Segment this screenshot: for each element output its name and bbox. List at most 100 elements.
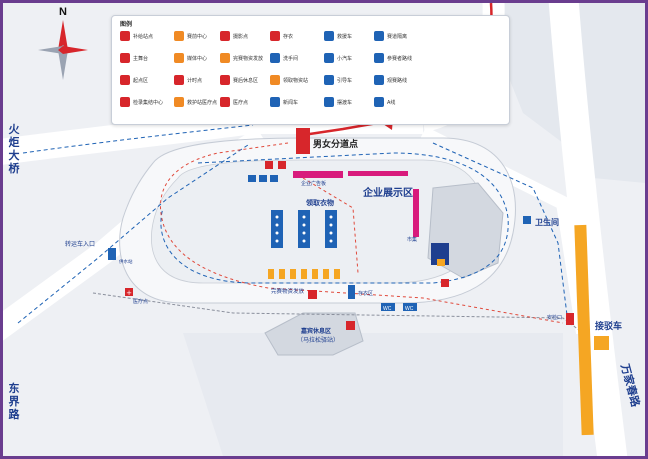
legend-text: 起点区 [133, 77, 149, 84]
svg-text:炬: 炬 [9, 136, 20, 149]
medical-icon-right [441, 279, 449, 287]
legend-swatch [174, 75, 184, 85]
legend-text: 摄影点 [233, 33, 249, 40]
water-station-label: 供水站 [119, 258, 133, 265]
legend-text: 小汽车 [337, 55, 353, 62]
svg-text:大: 大 [9, 148, 20, 162]
exit-gate-icon [566, 313, 574, 325]
legend-item: 主舞台 [120, 52, 148, 64]
legend-item: 救护站医疗点 [174, 96, 217, 108]
legend-swatch [374, 75, 384, 85]
legend-item: 洗手间 [270, 52, 298, 64]
legend-text: 救援车 [337, 33, 353, 40]
sponsor-stand-row-2 [348, 171, 408, 176]
legend-text: 主舞台 [133, 55, 149, 62]
wc-label-1: WC [383, 306, 392, 312]
legend-swatch [174, 53, 184, 63]
red-dashed-route [159, 142, 564, 324]
legend-text: 完赛物资发放 [233, 55, 264, 62]
legend-item: 计时点 [174, 74, 202, 86]
legend-item: 医疗点 [220, 96, 248, 108]
vip-lounge-label: 嘉宾休息区 [300, 327, 331, 335]
legend-text: 赛前中心 [187, 33, 208, 40]
first-aid-icon [437, 259, 445, 266]
legend-item: 参赛者路线 [374, 52, 412, 64]
legend-swatch [120, 97, 130, 107]
map-frame: + N 火 炬 大 桥 东 界 路 万家春路 男女分道点 企业展示区 领取衣物 … [3, 3, 645, 456]
legend-text: 赛道隔离 [387, 33, 408, 40]
red-service-icons [265, 161, 286, 169]
legend-item: 新闻车 [270, 96, 298, 108]
sponsor-ad-label: 企业广告板 [301, 180, 326, 187]
svg-text:火: 火 [9, 123, 21, 136]
wc-icon-2 [403, 303, 417, 311]
legend-item: 赛前中心 [174, 30, 207, 42]
legend-item: A线 [374, 96, 395, 108]
blue-route-left [17, 144, 249, 324]
legend-swatch [374, 97, 384, 107]
medical-left-label: 医疗点 [133, 298, 148, 305]
medical-icon-vip [308, 290, 317, 299]
sponsor-stand-row [293, 171, 343, 178]
north-letter: N [59, 6, 67, 18]
sponsor-stand-col [413, 189, 419, 237]
legend-text: 观赛路线 [387, 77, 408, 84]
legend-text: 存衣 [283, 33, 294, 40]
legend-swatch [220, 53, 230, 63]
race-pack-stands [268, 269, 340, 279]
blue-route-right [432, 142, 569, 324]
legend-text: 参赛者路线 [387, 55, 413, 62]
legend-swatch [270, 53, 280, 63]
legend-item: 小汽车 [324, 52, 352, 64]
legend-swatch [220, 31, 230, 41]
store-bag-label: 存衣区 [358, 290, 373, 297]
clothing-pickup-label: 领取衣物 [306, 198, 334, 207]
legend-swatch [174, 31, 184, 41]
legend-text: A线 [387, 99, 396, 106]
legend-swatch [220, 97, 230, 107]
legend-swatch [120, 53, 130, 63]
legend-text: 补给站点 [133, 33, 154, 40]
svg-text:路: 路 [9, 407, 21, 421]
blue-route-outer [22, 124, 254, 154]
legend-text: 计时点 [187, 77, 203, 84]
hill-area [183, 333, 563, 456]
legend-text: 摆渡车 [337, 99, 353, 106]
water-station-icon [108, 248, 116, 260]
legend-title: 图例 [120, 21, 133, 28]
legend-item: 摆渡车 [324, 96, 352, 108]
legend-swatch [270, 31, 280, 41]
legend-item: 救援车 [324, 30, 352, 42]
legend-swatch [324, 97, 334, 107]
legend-swatch [220, 75, 230, 85]
legend-item: 赛道隔离 [374, 30, 407, 42]
legend-swatch [270, 75, 280, 85]
legend-item: 起点区 [120, 74, 148, 86]
legend-swatch [324, 75, 334, 85]
legend-text: 医疗点 [233, 99, 249, 106]
legend-item: 领取物资站 [270, 74, 308, 86]
svg-text:界: 界 [9, 395, 20, 408]
huoju-bridge-label: 火 炬 大 桥 [9, 123, 21, 175]
legend-item: 媒体中心 [174, 52, 207, 64]
shuttle-bus-icon [594, 336, 609, 350]
vip-lounge-sub-label: （马拉松驿站） [297, 336, 339, 344]
legend: 图例 补给站点主舞台起点区检录集结中心 赛前中心媒体中心计时点救护站医疗点 摄影点完… [111, 15, 510, 125]
building-vip [264, 312, 364, 356]
supermarket-label: 市集 [407, 236, 417, 243]
red-dashed-route-2 [302, 177, 359, 274]
wc-label-2: WC [405, 306, 414, 312]
legend-text: 媒体中心 [187, 55, 208, 62]
legend-item: 引导车 [324, 74, 352, 86]
shuttle-label: 接驳车 [595, 320, 622, 332]
enterprise-zone-label: 企业展示区 [362, 186, 413, 199]
legend-item: 补给站点 [120, 30, 153, 42]
road-wanjiachun [548, 3, 628, 456]
legend-item: 观赛路线 [374, 74, 407, 86]
restroom-label: 卫生间 [535, 217, 559, 227]
legend-swatch [270, 97, 280, 107]
legend-text: 检录集结中心 [133, 99, 164, 106]
medical-icon-left [125, 288, 133, 296]
shuttle-band [574, 224, 594, 436]
svg-text:桥: 桥 [9, 161, 21, 175]
